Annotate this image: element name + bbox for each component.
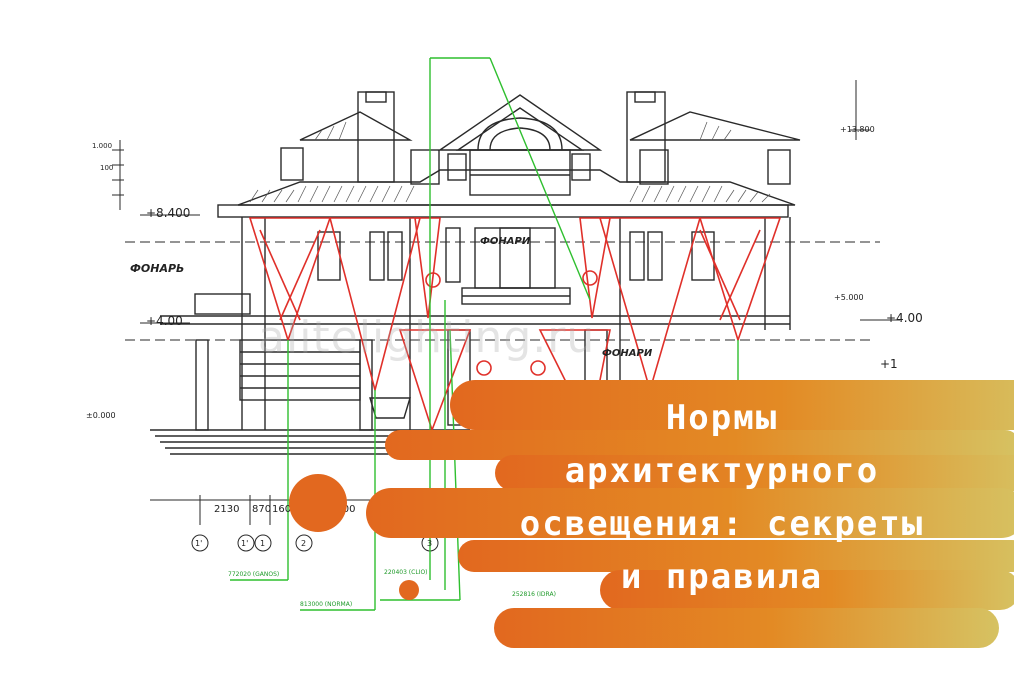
banner-strip-5: [458, 540, 1014, 572]
svg-text:+8.400: +8.400: [146, 206, 190, 220]
svg-text:+13.800: +13.800: [840, 125, 875, 134]
svg-text:ФОНАРЬ: ФОНАРЬ: [130, 262, 184, 275]
light-cones: [248, 217, 782, 433]
svg-text:±0.000: ±0.000: [86, 411, 116, 420]
svg-text:220403 (CLIO): 220403 (CLIO): [384, 569, 428, 576]
level-lines: [125, 241, 880, 341]
svg-text:+5.000: +5.000: [834, 293, 864, 302]
svg-text:813000 (NORMA): 813000 (NORMA): [300, 601, 352, 608]
watermark: alitelighting.ru: [258, 312, 596, 363]
svg-text:+4.00: +4.00: [146, 314, 183, 328]
banner-strip-6: [600, 570, 1014, 610]
svg-text:100: 100: [100, 164, 113, 172]
article-headline: Нормы архитектурного освещения: секреты …: [430, 392, 1014, 604]
svg-text:2: 2: [301, 539, 306, 548]
decorative-dot-large: [289, 474, 347, 532]
headline-line-3: освещения: секреты: [519, 504, 925, 544]
headline-line-1: Нормы: [665, 398, 779, 438]
banner-strip-4: [366, 488, 1014, 538]
svg-text:+4.00: +4.00: [886, 311, 923, 325]
banner-strip-1: [450, 380, 1014, 430]
svg-text:1': 1': [195, 539, 202, 548]
banner-strip-2: [385, 430, 1014, 460]
blueprint-annotations: +8.400 +4.00 +4.00 +5.000 +13.800 ±0.000…: [86, 125, 923, 608]
svg-text:1': 1': [241, 539, 248, 548]
banner-strip-3: [495, 455, 1014, 491]
headline-line-2: архитектурного: [564, 451, 880, 491]
svg-text:3: 3: [427, 539, 432, 548]
roof-hatching: [249, 121, 771, 203]
fixture-markers: [425, 270, 598, 376]
decorative-dot-small: [399, 580, 419, 600]
svg-text:1: 1: [260, 539, 265, 548]
svg-text:+1: +1: [880, 357, 898, 371]
svg-text:2130: 2130: [214, 504, 239, 515]
svg-text:160: 160: [272, 504, 291, 515]
banner-strip-7: [494, 608, 999, 648]
svg-text:ФОНАРИ: ФОНАРИ: [602, 348, 653, 359]
headline-line-4: и правила: [620, 557, 824, 597]
svg-text:870: 870: [252, 504, 271, 515]
svg-text:252816 (IDRA): 252816 (IDRA): [512, 591, 556, 598]
svg-text:772020 (GANOS): 772020 (GANOS): [228, 571, 279, 578]
decorative-banner-shapes: [289, 380, 1014, 648]
svg-text:ФОНАРИ: ФОНАРИ: [480, 236, 531, 247]
svg-text:1.000: 1.000: [92, 142, 112, 150]
